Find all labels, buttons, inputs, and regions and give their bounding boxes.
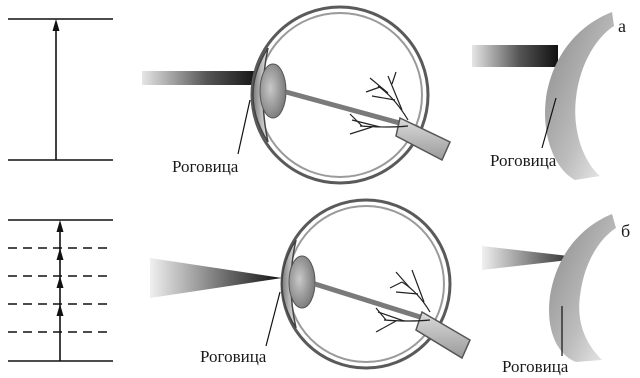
cornea-label-detail-b: Роговица (502, 358, 568, 375)
arrow-head-icon (57, 248, 64, 260)
cornea-leader-line (266, 292, 280, 346)
energy-diagram-top (8, 19, 113, 160)
cornea-label-detail-a: Роговица (490, 152, 556, 169)
lens (289, 256, 315, 308)
lens (260, 64, 286, 118)
cornea-section (549, 214, 616, 362)
arrow-head-icon (53, 19, 60, 31)
laser-beam-parallel (472, 45, 558, 67)
cornea-label-bottom-eye: Роговица (200, 348, 266, 365)
laser-beam-focused (150, 258, 282, 298)
cornea-label-top-eye: Роговица (172, 158, 238, 175)
arrow-head-icon (57, 276, 64, 288)
panel-label-a: а (618, 17, 626, 35)
laser-beam-parallel (142, 71, 260, 85)
detail-b (482, 214, 616, 362)
arrow-head-icon (57, 220, 64, 232)
panel-label-b: б (621, 222, 630, 240)
arrow-head-icon (57, 304, 64, 316)
cornea-leader-line (238, 100, 250, 154)
eye-bottom (150, 200, 470, 368)
energy-diagram-bottom (8, 220, 113, 361)
